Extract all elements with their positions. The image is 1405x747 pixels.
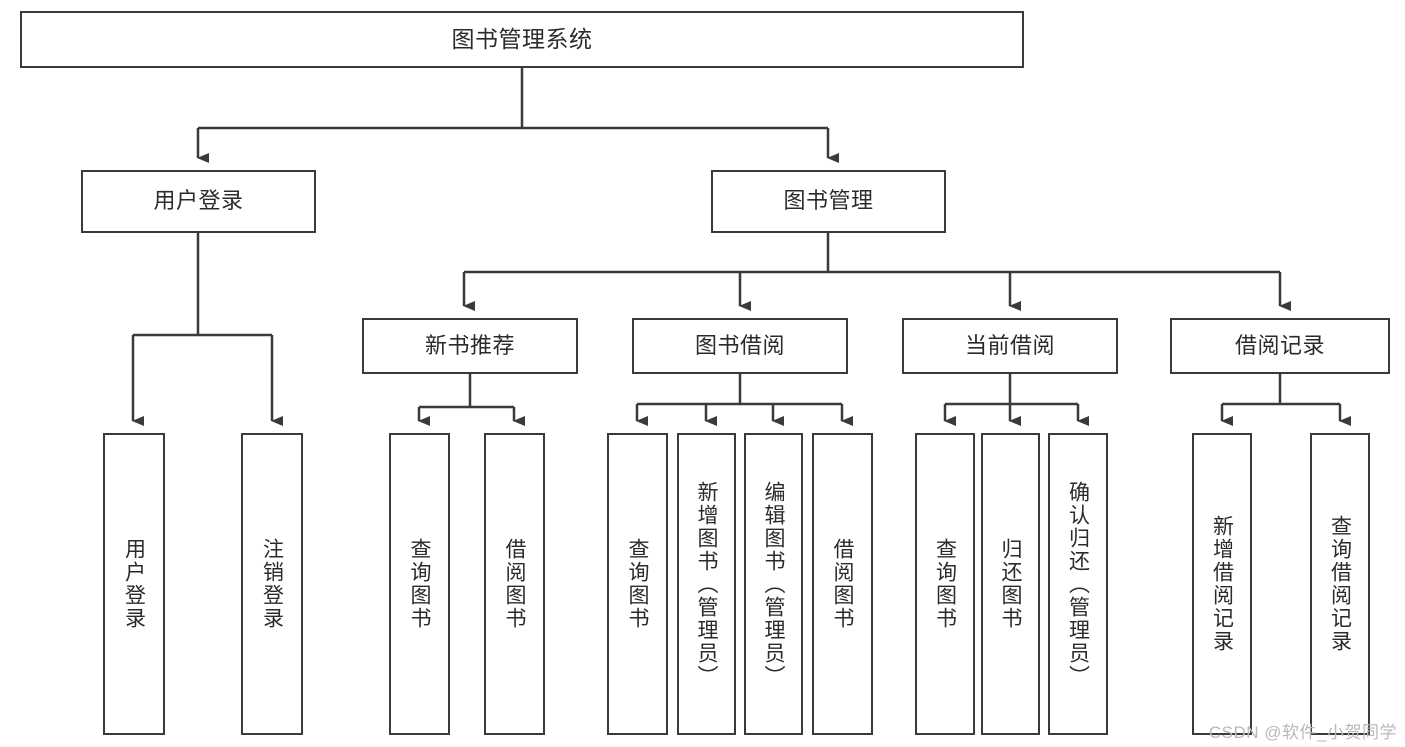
node-label: 图书借阅 — [694, 332, 785, 358]
node-label: 新增图书（管理员） — [695, 480, 718, 688]
node-root-book-management-system[interactable]: 图书管理系统 — [20, 11, 1024, 68]
node-label: 借阅图书 — [503, 538, 526, 630]
node-label: 查询图书 — [626, 538, 649, 630]
node-leaf-borrow-book-recommend[interactable]: 借阅图书 — [484, 433, 545, 735]
node-label: 新书推荐 — [424, 332, 515, 358]
node-label: 新增借阅记录 — [1210, 515, 1234, 653]
node-label: 查询图书 — [408, 538, 431, 630]
node-label: 确认归还（管理员） — [1066, 480, 1090, 688]
node-leaf-query-book-current[interactable]: 查询图书 — [915, 433, 975, 735]
csdn-watermark: CSDN @软件_小贺同学 — [1208, 723, 1397, 742]
node-label: 编辑图书（管理员） — [762, 480, 785, 688]
node-book-borrow[interactable]: 图书借阅 — [632, 318, 848, 374]
node-leaf-logout-login[interactable]: 注销登录 — [241, 433, 303, 735]
node-leaf-edit-book[interactable]: 编辑图书（管理员） — [744, 433, 803, 735]
node-label: 用户登录 — [153, 188, 244, 214]
node-label: 图书管理 — [783, 188, 874, 214]
node-label: 归还图书 — [999, 538, 1022, 630]
node-label: 借阅记录 — [1234, 332, 1325, 358]
node-label: 当前借阅 — [964, 332, 1055, 358]
node-leaf-query-book-borrow[interactable]: 查询图书 — [607, 433, 668, 735]
node-borrow-record[interactable]: 借阅记录 — [1170, 318, 1390, 374]
node-label: 图书管理系统 — [451, 25, 593, 52]
node-leaf-query-book-recommend[interactable]: 查询图书 — [389, 433, 450, 735]
node-label: 查询借阅记录 — [1328, 515, 1352, 653]
node-leaf-borrow-book[interactable]: 借阅图书 — [812, 433, 873, 735]
node-new-book-recommend[interactable]: 新书推荐 — [362, 318, 578, 374]
node-label: 注销登录 — [260, 538, 284, 630]
node-user-login[interactable]: 用户登录 — [81, 170, 316, 233]
node-leaf-confirm-return[interactable]: 确认归还（管理员） — [1048, 433, 1108, 735]
node-leaf-user-login[interactable]: 用户登录 — [103, 433, 165, 735]
node-label: 查询图书 — [933, 538, 957, 630]
node-leaf-query-borrow-record[interactable]: 查询借阅记录 — [1310, 433, 1370, 735]
node-leaf-add-borrow-record[interactable]: 新增借阅记录 — [1192, 433, 1252, 735]
node-leaf-return-book[interactable]: 归还图书 — [981, 433, 1040, 735]
node-label: 用户登录 — [122, 538, 146, 630]
node-label: 借阅图书 — [831, 538, 854, 630]
node-leaf-add-book[interactable]: 新增图书（管理员） — [677, 433, 736, 735]
node-current-borrow[interactable]: 当前借阅 — [902, 318, 1118, 374]
node-book-management[interactable]: 图书管理 — [711, 170, 946, 233]
